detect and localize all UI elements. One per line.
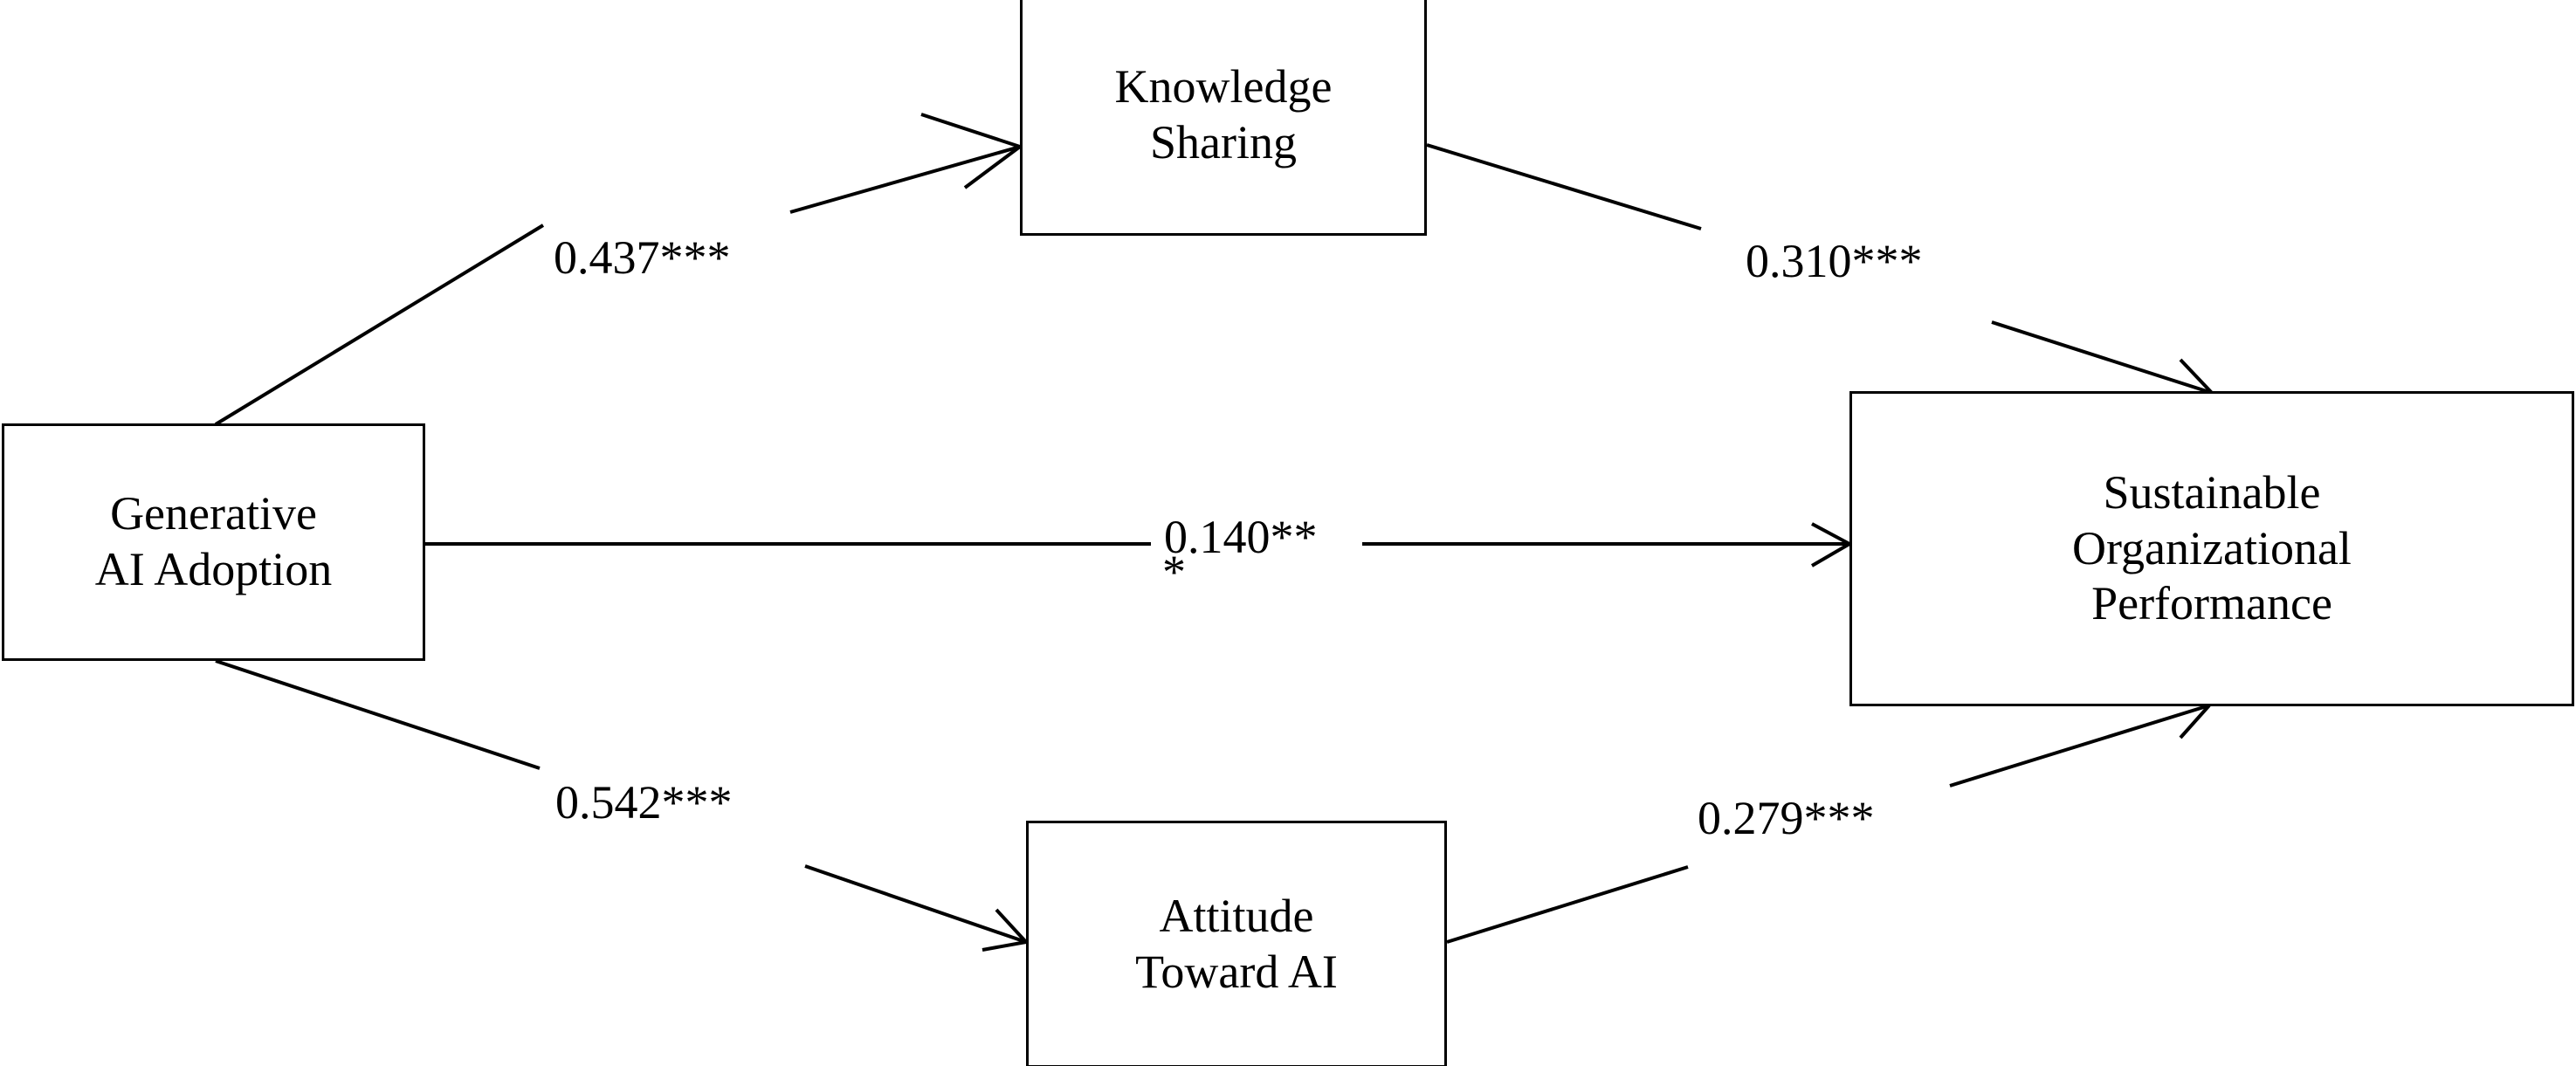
path-coefficient-gaia-to-sop: 0.140**	[1159, 513, 1323, 561]
node-label-knowledge-sharing: Knowledge Sharing	[1114, 60, 1333, 168]
path-coefficient-gaia-to-ata: 0.542***	[550, 779, 738, 826]
path-coefficient-gaia-to-ks: 0.437***	[548, 234, 736, 281]
connector-gaia-to-ata	[215, 659, 1028, 952]
connector-gaia-to-sop	[425, 522, 1851, 567]
node-label-sustainable-organizational-performance: Sustainable Organizational Performance	[2072, 465, 2352, 630]
path-coefficient-ata-to-sop: 0.279***	[1692, 794, 1880, 842]
node-label-attitude-toward-ai: Attitude Toward AI	[1135, 889, 1338, 998]
connector-gaia-to-ks	[214, 113, 1022, 426]
node-sustainable-organizational-performance[interactable]: Sustainable Organizational Performance	[1849, 391, 2574, 706]
path-coefficient-ks-to-sop: 0.310***	[1740, 237, 1928, 285]
path-coefficient-gaia-to-sop-stray-asterisk: *	[1162, 546, 1186, 598]
node-attitude-toward-ai[interactable]: Attitude Toward AI	[1026, 821, 1447, 1066]
node-knowledge-sharing[interactable]: Knowledge Sharing	[1020, 0, 1427, 236]
node-label-generative-ai-adoption: Generative AI Adoption	[94, 487, 333, 595]
node-generative-ai-adoption[interactable]: Generative AI Adoption	[2, 423, 425, 661]
